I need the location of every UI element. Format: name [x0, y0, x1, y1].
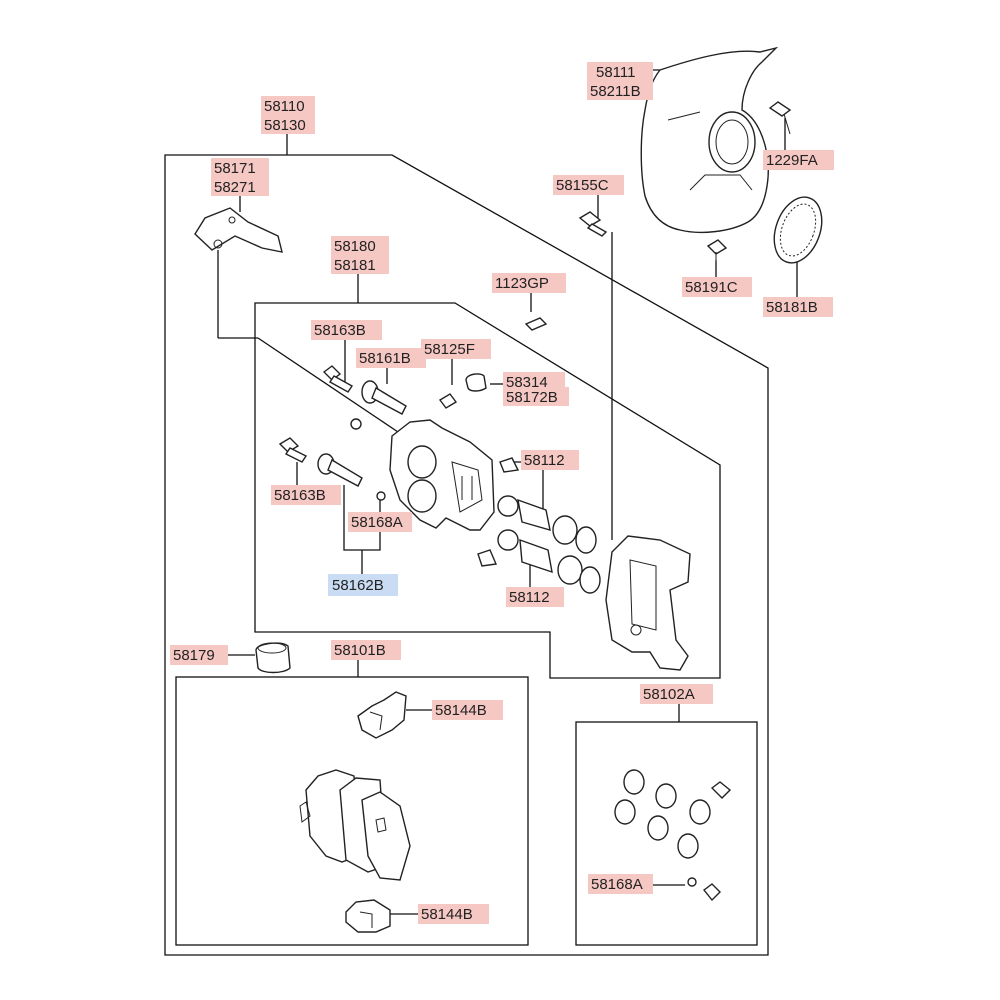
part-label-58161b[interactable]: 58161B: [359, 350, 411, 367]
label-58179-bg: [170, 645, 228, 665]
label-58163b-bot-bg: [271, 485, 341, 505]
part-label-58162b[interactable]: 58162B: [332, 577, 384, 594]
part-label-58271[interactable]: 58271: [214, 179, 256, 196]
label-58111-bg: [587, 62, 653, 81]
label-58102a-bg: [640, 684, 713, 704]
label-58172b-bg: [503, 387, 569, 406]
label-58162b-bg: [328, 574, 398, 596]
part-label-58112-bottom[interactable]: 58112: [509, 589, 550, 606]
small-nut-icon: [350, 418, 362, 430]
label-58155c-bg: [553, 175, 624, 195]
part-label-58125f[interactable]: 58125F: [424, 341, 475, 358]
label-58101b-bg: [331, 640, 401, 660]
label-58181b-bg: [763, 297, 833, 317]
guide-bolt-top-icon: [322, 365, 354, 393]
bolt-58191c-icon: [706, 239, 728, 262]
guide-pin-bottom-icon: [317, 453, 363, 487]
part-label-58181b[interactable]: 58181B: [766, 299, 818, 316]
part-label-1229fa[interactable]: 1229FA: [766, 152, 818, 169]
cap-58314-icon: [465, 373, 487, 392]
part-label-58144b-top[interactable]: 58144B: [435, 702, 487, 719]
label-58125f-bg: [421, 339, 491, 359]
seal-kit-icon: [614, 769, 732, 902]
guide-bolt-bottom-icon: [278, 437, 308, 463]
caliper-carrier-icon: [605, 535, 691, 671]
label-58130-bg: [261, 115, 315, 134]
part-label-58314[interactable]: 58314: [506, 374, 548, 391]
bolt-58155c-icon: [578, 211, 608, 237]
label-58171-bg: [211, 158, 269, 177]
bushing-58168a-icon: [376, 491, 386, 501]
label-1229fa-bg: [763, 150, 834, 170]
label-58144b-bot-bg: [418, 904, 489, 924]
part-label-58144b-bottom[interactable]: 58144B: [421, 906, 473, 923]
part-label-58112-top[interactable]: 58112: [524, 452, 565, 469]
bolt-1229fa-icon: [768, 101, 792, 135]
label-58110-bg: [261, 96, 315, 115]
label-58211b-bg: [587, 81, 653, 100]
label-58168a-kit-bg: [588, 874, 653, 894]
part-label-58168a-mid[interactable]: 58168A: [351, 514, 403, 531]
part-label-58130[interactable]: 58130: [264, 117, 306, 134]
brake-pads-icon: [299, 769, 411, 881]
part-label-58180[interactable]: 58180: [334, 238, 376, 255]
label-58191c-bg: [682, 277, 752, 297]
tone-wheel-icon: [773, 196, 823, 264]
piston-seals-icon: [477, 457, 601, 594]
part-label-58155c[interactable]: 58155C: [556, 177, 609, 194]
label-58144b-top-bg: [432, 700, 503, 720]
part-label-58101b[interactable]: 58101B: [334, 642, 386, 659]
caliper-housing-icon: [389, 419, 495, 531]
label-58161b-bg: [356, 348, 426, 368]
part-label-1123gp[interactable]: 1123GP: [495, 275, 549, 292]
part-label-58211b[interactable]: 58211B: [590, 83, 641, 100]
part-label-58168a-kit[interactable]: 58168A: [591, 876, 643, 893]
part-label-58102a[interactable]: 58102A: [643, 686, 695, 703]
part-labels: 58110 58130 58171 58271 58180 58181 5811…: [170, 62, 834, 924]
label-58163b-top-bg: [311, 320, 382, 340]
bracket-58171-icon: [194, 207, 283, 253]
part-label-58110[interactable]: 58110: [264, 98, 305, 115]
label-58112-bot-bg: [506, 587, 564, 607]
sleeve-58179-icon: [255, 642, 291, 674]
part-label-58179[interactable]: 58179: [173, 647, 215, 664]
label-58271-bg: [211, 177, 269, 196]
part-label-58163b-top[interactable]: 58163B: [314, 322, 366, 339]
label-58181-bg: [331, 255, 389, 274]
dust-shield-icon: [640, 46, 779, 234]
part-label-58171[interactable]: 58171: [214, 160, 256, 177]
guide-pin-top-icon: [361, 380, 407, 415]
label-58112-top-bg: [521, 450, 579, 470]
part-label-58163b-bottom[interactable]: 58163B: [274, 487, 326, 504]
part-label-58111[interactable]: 58111: [596, 64, 636, 81]
label-58180-bg: [331, 236, 389, 255]
part-label-58191c[interactable]: 58191C: [685, 279, 738, 296]
bleeder-1123gp-icon: [524, 317, 548, 331]
part-label-58172b[interactable]: 58172B: [506, 389, 558, 406]
pad-clip-bottom-icon: [345, 899, 391, 933]
pad-clip-top-icon: [357, 691, 407, 739]
label-58314-bg: [503, 372, 565, 391]
label-58168a-mid-bg: [348, 512, 412, 532]
part-label-58181[interactable]: 58181: [334, 257, 376, 274]
label-1123gp-bg: [492, 273, 566, 293]
bleeder-58125f-icon: [438, 393, 458, 409]
